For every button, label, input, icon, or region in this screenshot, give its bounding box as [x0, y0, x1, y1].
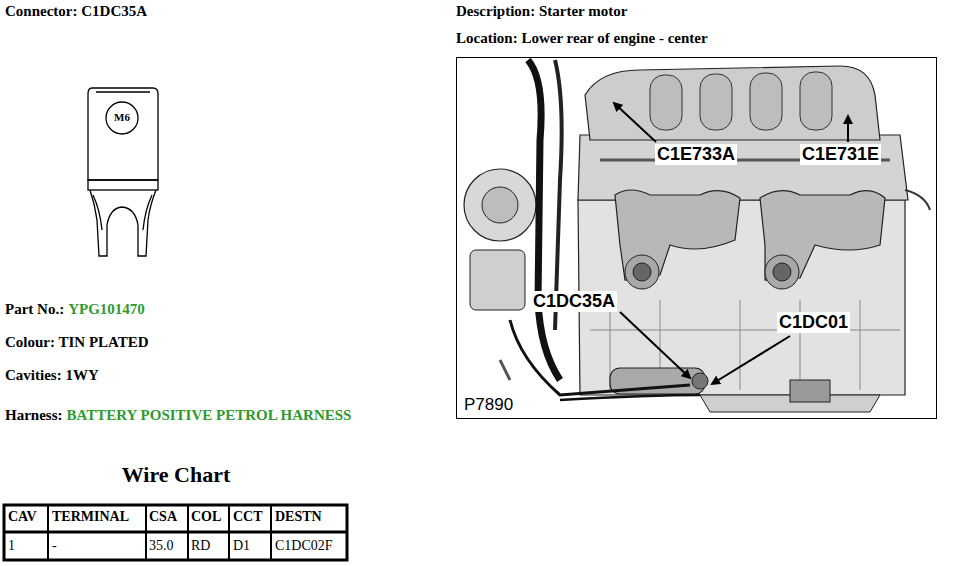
table-header: DESTN: [275, 509, 322, 525]
table-cell: 35.0: [149, 538, 174, 554]
table-cell: D1: [233, 538, 250, 554]
table-header: COL: [191, 509, 221, 525]
table-cell: 1: [8, 538, 15, 554]
field-name: Part No.:: [5, 301, 64, 318]
colour-field: Colour: TIN PLATED: [5, 334, 149, 351]
callout-label: C1DC01: [777, 312, 850, 333]
table-header: CSA: [149, 509, 177, 525]
harness-name: BATTERY POSITIVE PETROL HARNESS: [67, 407, 352, 424]
table-cell: RD: [191, 538, 210, 554]
field-name: Harness:: [5, 407, 63, 424]
picture-number: P7890: [462, 395, 515, 415]
table-header: CCT: [233, 509, 263, 525]
terminal-drawing: [88, 88, 158, 256]
location: Location: Lower rear of engine - center: [456, 30, 708, 47]
part-number: YPG101470: [68, 301, 145, 318]
callout-label: C1E733A: [655, 144, 737, 165]
table-grid: [4, 505, 347, 560]
description: Description: Starter motor: [456, 3, 627, 20]
callout-label: C1E731E: [800, 144, 881, 165]
table-heading: Wire Chart: [122, 462, 231, 487]
cavities-field: Cavities: 1WY: [5, 367, 99, 384]
table-header: TERMINAL: [52, 509, 129, 525]
connector-title: Connector: C1DC35A: [5, 3, 147, 20]
table-cell: -: [52, 538, 57, 554]
table-header: CAV: [8, 509, 37, 525]
engine-illustration: [457, 58, 937, 419]
table-cell: C1DC02F: [275, 538, 333, 554]
bolt-size: M6: [114, 111, 130, 124]
callout-label: C1DC35A: [531, 291, 617, 312]
